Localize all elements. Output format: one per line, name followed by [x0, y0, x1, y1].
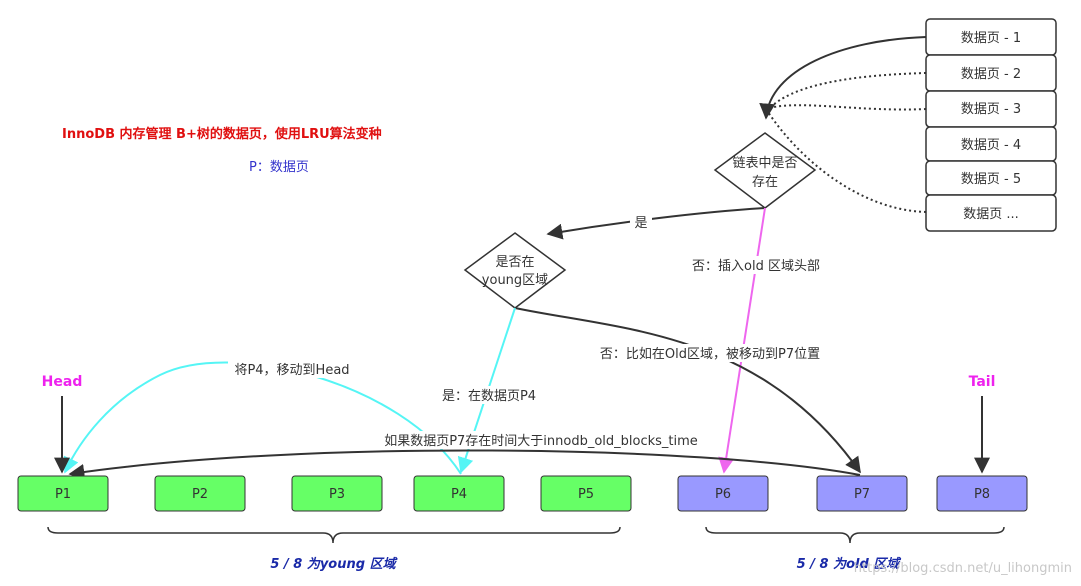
- label-insert-old: 否：插入old 区域头部: [692, 259, 820, 274]
- young-page: P3: [291, 475, 383, 512]
- old-page: P7: [816, 475, 908, 512]
- young-page: P5: [540, 475, 632, 512]
- arrow-page1-to-check: [759, 36, 927, 120]
- data-page-label: 数据页 - 4: [961, 138, 1021, 153]
- decision-in-list-line1: 链表中是否: [732, 156, 797, 171]
- decision-in-young: 是否在 young区域: [463, 232, 567, 309]
- old-region-brace: [705, 526, 1005, 544]
- arrow-insert-old-head: [718, 207, 766, 474]
- legend-text: P：数据页: [249, 160, 309, 175]
- data-page-label: 数据页 - 2: [961, 67, 1021, 82]
- data-page-label: 数据页 - 1: [961, 31, 1021, 46]
- old-region-label: 5 / 8 为old 区域: [797, 556, 902, 572]
- label-move-p7: 否：比如在Old区域，被移动到P7位置: [600, 346, 820, 362]
- tail-label: Tail: [969, 374, 996, 390]
- dotted-link-page2: [767, 72, 927, 111]
- arrow-p4-to-head: [63, 361, 462, 475]
- arrow-yes: [546, 207, 766, 240]
- page-label: P5: [578, 487, 594, 502]
- label-p7-time: 如果数据页P7存在时间大于innodb_old_blocks_time: [384, 433, 698, 449]
- label-yes: 是: [634, 216, 647, 231]
- data-page-label: 数据页 ...: [963, 207, 1019, 222]
- page-label: P8: [974, 487, 990, 502]
- old-page: P8: [936, 475, 1028, 512]
- young-page: P4: [413, 475, 505, 512]
- decision-in-young-line1: 是否在: [495, 255, 534, 270]
- dotted-link-page3: [769, 104, 927, 111]
- data-page-label: 数据页 - 5: [961, 172, 1021, 187]
- data-page-label: 数据页 - 3: [961, 102, 1021, 117]
- label-p4-to-head: 将P4，移动到Head: [234, 363, 349, 378]
- watermark: https://blog.csdn.net/u_lihongmin: [854, 561, 1072, 576]
- dotted-link-page-more: [767, 111, 927, 213]
- data-page-box: 数据页 - 1: [925, 18, 1057, 56]
- old-page: P6: [677, 475, 769, 512]
- decision-in-list: 链表中是否 存在: [713, 132, 817, 209]
- young-region-brace: [47, 526, 621, 544]
- decision-in-list-line2: 存在: [752, 175, 778, 190]
- label-yes-in-p4: 是：在数据页P4: [442, 389, 536, 404]
- data-page-box: 数据页 - 5: [925, 160, 1057, 196]
- decision-in-young-line2: young区域: [482, 273, 548, 288]
- young-page: P2: [154, 475, 246, 512]
- data-page-box: 数据页 - 3: [925, 90, 1057, 128]
- arrow-p7-to-p1: [68, 449, 861, 480]
- page-label: P7: [854, 487, 870, 502]
- page-label: P2: [192, 487, 208, 502]
- data-page-box: 数据页 ...: [925, 194, 1057, 232]
- young-page: P1: [17, 475, 109, 512]
- page-label: P1: [55, 487, 71, 502]
- diagram-title: InnoDB 内存管理 B+树的数据页，使用LRU算法变种: [62, 126, 382, 142]
- young-region-label: 5 / 8 为young 区域: [270, 556, 397, 572]
- data-page-box: 数据页 - 2: [925, 54, 1057, 92]
- page-label: P4: [451, 487, 467, 502]
- page-label: P6: [715, 487, 731, 502]
- data-page-box: 数据页 - 4: [925, 126, 1057, 162]
- page-label: P3: [329, 487, 345, 502]
- head-label: Head: [42, 374, 83, 390]
